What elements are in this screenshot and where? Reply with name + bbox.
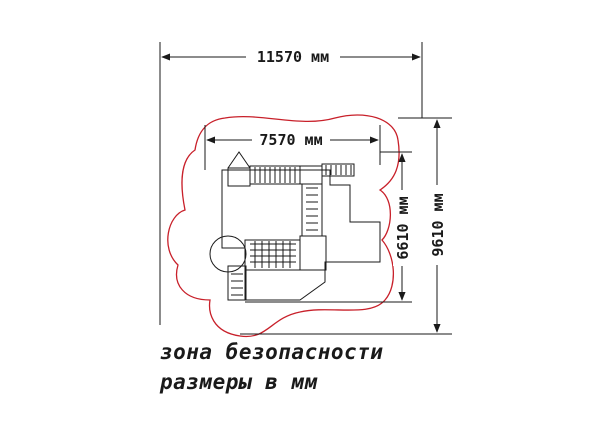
tower-roof bbox=[227, 151, 251, 169]
equipment-plan bbox=[209, 151, 381, 301]
tower-module bbox=[227, 167, 251, 187]
equipment-depth-label: 6610 мм bbox=[394, 196, 412, 259]
tower-module-lower bbox=[299, 235, 327, 271]
slide-module bbox=[227, 265, 247, 301]
units-note: размеры в мм bbox=[160, 370, 318, 394]
overall-width-label: 11570 мм bbox=[257, 48, 329, 66]
overall-depth-label: 9610 мм bbox=[429, 193, 447, 256]
ladder-module bbox=[321, 163, 355, 177]
equipment-hatching bbox=[231, 165, 352, 296]
safety-zone-outline bbox=[167, 114, 400, 338]
platform-module bbox=[299, 165, 323, 185]
climbing-section bbox=[301, 183, 323, 237]
net-bridge-module bbox=[244, 239, 301, 271]
equipment-width-label: 7570 мм bbox=[259, 131, 322, 149]
safety-zone-note: зона безопасности bbox=[160, 340, 384, 364]
